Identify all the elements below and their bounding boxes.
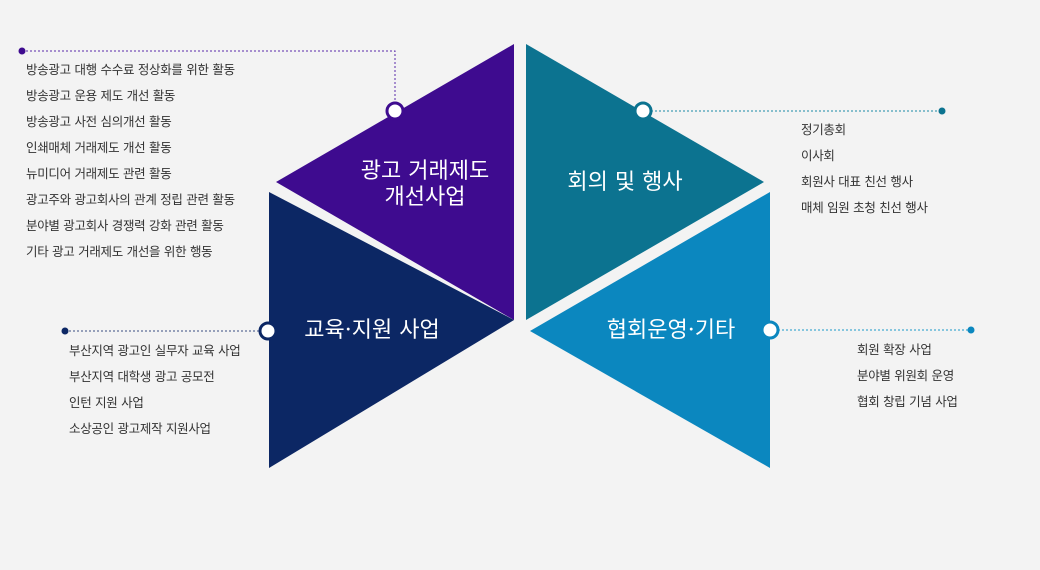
segment-meetings-shape[interactable] bbox=[526, 44, 764, 320]
segment-meetings-title: 회의 및 행사 bbox=[540, 170, 710, 196]
connector-meetings-end-dot bbox=[938, 107, 946, 115]
segment-title-line: 회의 및 행사 bbox=[567, 170, 683, 195]
list-item: 분야별 광고회사 경쟁력 강화 관련 활동 bbox=[26, 218, 224, 233]
segment-education-list: 부산지역 광고인 실무자 교육 사업 부산지역 대학생 광고 공모전 인턴 지원… bbox=[69, 338, 241, 442]
segment-title-line: 광고 거래제도 bbox=[360, 159, 490, 184]
segment-title-line: 개선사업 bbox=[384, 185, 466, 210]
marker-education-ring bbox=[258, 321, 278, 341]
list-item: 방송광고 대행 수수료 정상화를 위한 활동 bbox=[26, 62, 235, 77]
connector-ad-trade bbox=[22, 50, 396, 111]
segment-association-title: 협회운영·기타 bbox=[586, 318, 756, 344]
list-item: 뉴미디어 거래제도 관련 활동 bbox=[26, 166, 172, 181]
segment-ad-trade-shape[interactable] bbox=[276, 44, 514, 320]
list-item: 정기총회 bbox=[801, 122, 846, 137]
list-item: 회원사 대표 친선 행사 bbox=[801, 174, 913, 189]
connector-association-end-dot bbox=[967, 326, 975, 334]
segment-association-shape[interactable] bbox=[530, 192, 770, 468]
marker-ad-trade-ring bbox=[385, 101, 405, 121]
list-item: 분야별 위원회 운영 bbox=[857, 368, 954, 383]
list-item: 부산지역 광고인 실무자 교육 사업 bbox=[69, 343, 241, 358]
segment-association-list: 회원 확장 사업 분야별 위원회 운영 협회 창립 기념 사업 bbox=[857, 337, 958, 415]
list-item: 회원 확장 사업 bbox=[857, 342, 932, 357]
segment-ad-trade-list: 방송광고 대행 수수료 정상화를 위한 활동 방송광고 운용 제도 개선 활동 … bbox=[26, 57, 235, 265]
list-item: 방송광고 운용 제도 개선 활동 bbox=[26, 88, 176, 103]
marker-meetings-ring bbox=[633, 101, 653, 121]
list-item: 인턴 지원 사업 bbox=[69, 395, 144, 410]
list-item: 매체 임원 초청 친선 행사 bbox=[801, 200, 928, 215]
segment-education-title: 교육·지원 사업 bbox=[282, 318, 462, 344]
list-item: 소상공인 광고제작 지원사업 bbox=[69, 421, 211, 436]
segment-meetings-list: 정기총회 이사회 회원사 대표 친선 행사 매체 임원 초청 친선 행사 bbox=[801, 117, 928, 221]
list-item: 이사회 bbox=[801, 148, 835, 163]
connector-ad-trade-end-dot bbox=[18, 47, 26, 55]
marker-association-ring bbox=[760, 320, 780, 340]
segment-education-shape[interactable] bbox=[269, 192, 514, 468]
list-item: 협회 창립 기념 사업 bbox=[857, 394, 958, 409]
connector-education-end-dot bbox=[61, 327, 69, 335]
segment-title-line: 교육·지원 사업 bbox=[304, 318, 440, 343]
segment-ad-trade-title: 광고 거래제도 개선사업 bbox=[330, 159, 520, 211]
list-item: 기타 광고 거래제도 개선을 위한 행동 bbox=[26, 244, 213, 259]
segment-title-line: 협회운영·기타 bbox=[606, 318, 736, 343]
list-item: 방송광고 사전 심의개선 활동 bbox=[26, 114, 172, 129]
list-item: 광고주와 광고회사의 관계 정립 관련 활동 bbox=[26, 192, 235, 207]
list-item: 부산지역 대학생 광고 공모전 bbox=[69, 369, 215, 384]
list-item: 인쇄매체 거래제도 개선 활동 bbox=[26, 140, 172, 155]
